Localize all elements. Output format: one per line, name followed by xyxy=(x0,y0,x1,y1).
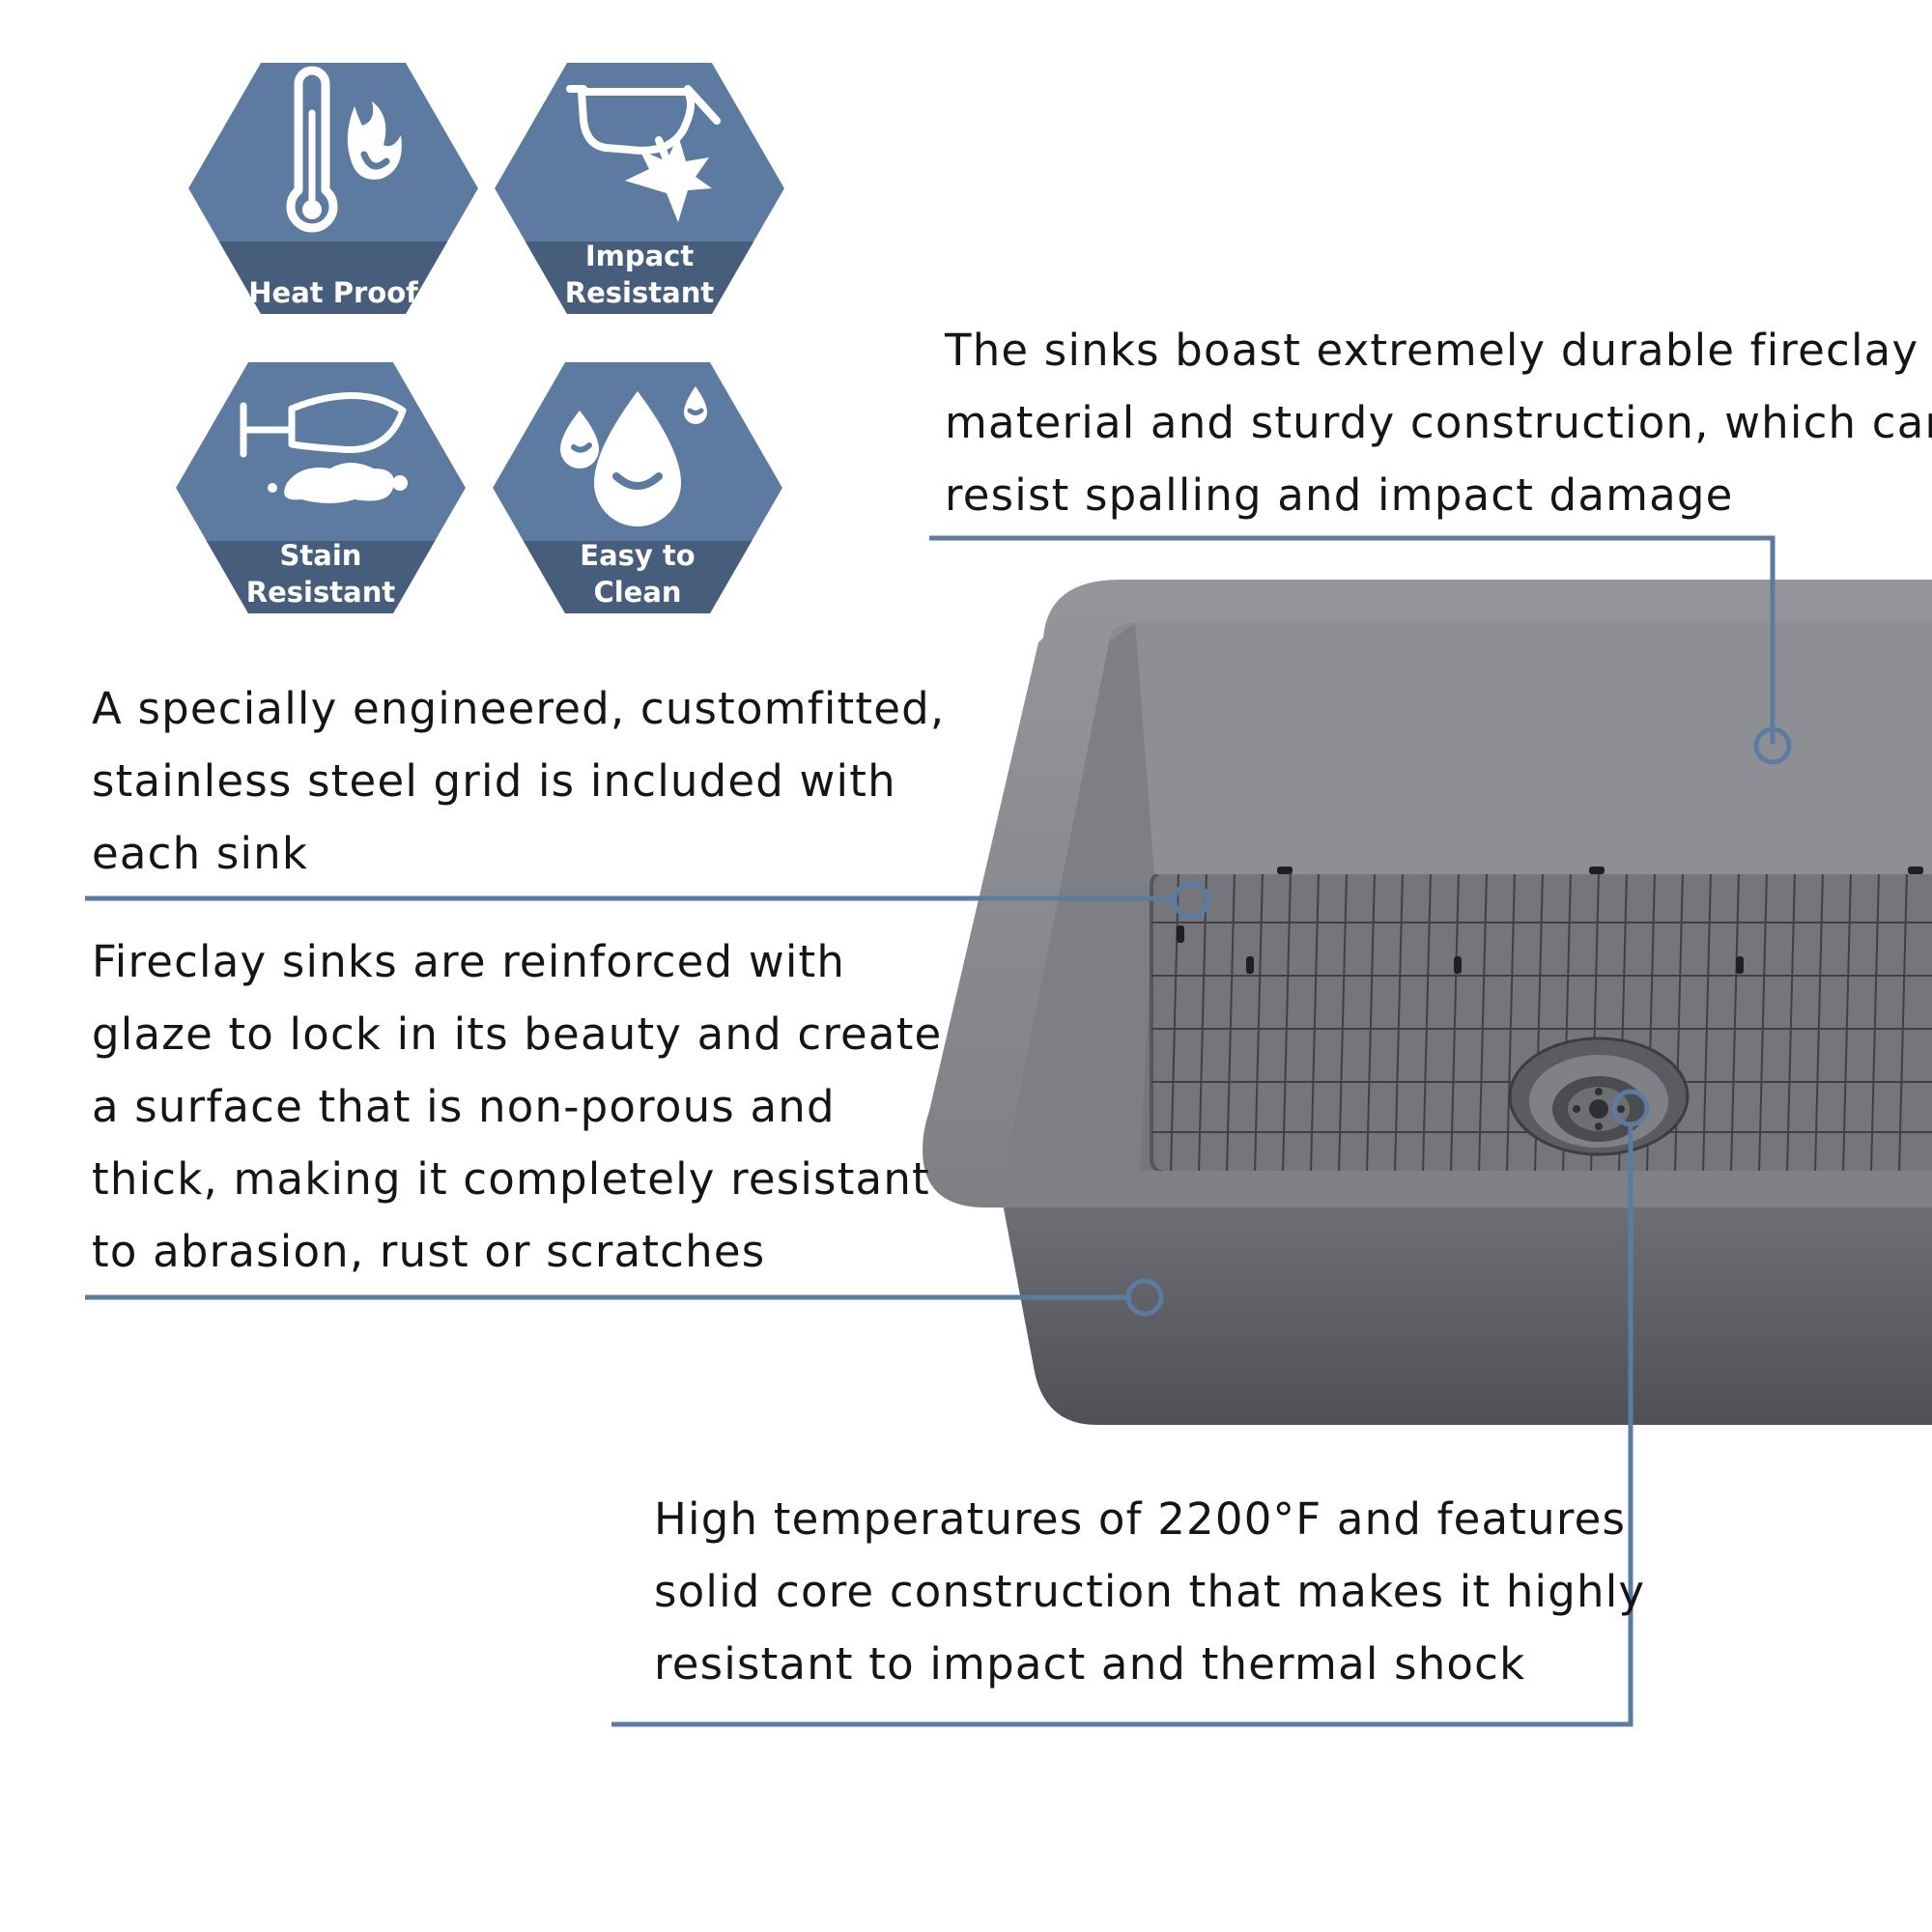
leader-line-material xyxy=(929,535,1776,744)
leader-lines xyxy=(85,535,1792,1727)
callout-line: resistant to impact and thermal shock xyxy=(654,1638,1526,1690)
sink-body xyxy=(1000,1188,1932,1425)
leader-line-temperature xyxy=(611,1123,1634,1727)
badge-label-line-2: Resistant xyxy=(565,276,715,309)
badge-label-line-1: Impact xyxy=(585,240,695,272)
callout-line: High temperatures of 2200°F and features xyxy=(654,1493,1627,1545)
callout-line: material and sturdy construction, which … xyxy=(945,397,1932,448)
grid-bumpers xyxy=(1177,867,1923,974)
fireclay-sink xyxy=(923,580,1932,1425)
thermometer-flame-icon xyxy=(286,66,402,233)
callout-line: The sinks boast extremely durable firecl… xyxy=(945,325,1919,376)
badge-heat-proof: Heat Proof xyxy=(188,63,478,314)
callout-line: solid core construction that makes it hi… xyxy=(654,1566,1646,1617)
callout-glaze: Fireclay sinks are reinforced with glaze… xyxy=(92,925,942,1288)
badge-stain-resistant: Stain Resistant xyxy=(176,362,466,613)
badge-impact-resistant: Impact Resistant xyxy=(495,63,784,314)
callout-line: to abrasion, rust or scratches xyxy=(92,1226,766,1277)
badge-label-line-1: Easy to xyxy=(580,539,695,572)
callout-line: glaze to lock in its beauty and create xyxy=(92,1009,943,1060)
callout-grid: A specially engineered, customfitted, st… xyxy=(92,672,945,890)
callout-material: The sinks boast extremely durable firecl… xyxy=(945,314,1932,531)
callout-line: thick, making it completely resistant xyxy=(92,1153,930,1205)
badge-label-line-1: Heat Proof xyxy=(248,276,418,309)
callout-line: resist spalling and impact damage xyxy=(945,469,1734,521)
callout-line: stainless steel grid is included with xyxy=(92,755,896,807)
callout-line: each sink xyxy=(92,828,309,879)
badge-label-line-2: Clean xyxy=(593,576,681,609)
pot-impact-icon xyxy=(566,85,721,222)
callout-line: A specially engineered, customfitted, xyxy=(92,683,946,734)
badge-easy-to-clean: Easy to Clean xyxy=(493,362,782,613)
drain-strainer xyxy=(1508,1037,1690,1156)
stainless-steel-grid xyxy=(1150,874,1932,1171)
badge-label-line-1: Stain xyxy=(280,539,362,572)
callout-temperature: High temperatures of 2200°F and features… xyxy=(654,1483,1645,1700)
water-drops-icon xyxy=(560,386,707,526)
callout-line: a surface that is non-porous and xyxy=(92,1081,836,1132)
badge-label-line-2: Resistant xyxy=(246,576,396,609)
callout-line: Fireclay sinks are reinforced with xyxy=(92,936,846,987)
spilled-wine-glass-icon xyxy=(240,392,408,503)
